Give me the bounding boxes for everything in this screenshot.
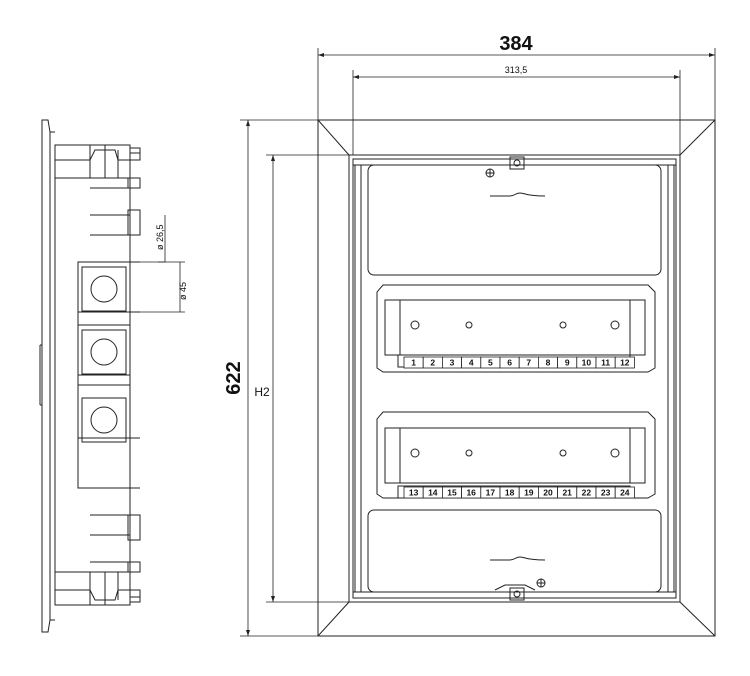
- knockout-small-label: ø 26,5: [155, 224, 165, 250]
- module-number: 7: [526, 358, 531, 368]
- width-384-label: 384: [499, 33, 533, 55]
- module-number: 23: [601, 488, 611, 498]
- module-number: 6: [507, 358, 512, 368]
- module-number: 10: [582, 358, 592, 368]
- module-number: 21: [562, 488, 572, 498]
- module-number: 12: [620, 358, 630, 368]
- knockout-dimensions: [140, 215, 185, 313]
- dimension-lines: [240, 48, 716, 637]
- side-view: [39, 119, 141, 633]
- module-number: 11: [601, 358, 610, 368]
- module-number: 20: [543, 488, 553, 498]
- module-number: 14: [428, 488, 438, 498]
- module-number: 1: [411, 358, 416, 368]
- module-number: 8: [546, 358, 551, 368]
- module-number: 17: [486, 488, 496, 498]
- module-cell: [614, 486, 635, 499]
- module-number: 9: [565, 358, 570, 368]
- module-cell: [614, 356, 635, 369]
- module-number: 2: [430, 358, 435, 368]
- front-view: [317, 119, 716, 637]
- module-number: 19: [524, 488, 534, 498]
- module-number: 22: [582, 488, 592, 498]
- module-number: 4: [469, 358, 474, 368]
- module-number: 15: [447, 488, 457, 498]
- width-313-label: 313,5: [505, 65, 528, 75]
- module-number: 16: [466, 488, 476, 498]
- height-h2-label: H2: [254, 385, 270, 399]
- module-number-row-2: 13 14 15 16 17 18 19 20 21 22 23 24: [403, 486, 635, 499]
- module-number: 18: [505, 488, 515, 498]
- knockout-large-label: ø 45: [178, 282, 188, 300]
- door-opening: [348, 154, 681, 603]
- dimension-arrows: [246, 53, 715, 636]
- module-number: 3: [450, 358, 455, 368]
- module-number: 24: [620, 488, 630, 498]
- module-number: 13: [409, 488, 419, 498]
- module-number: 5: [488, 358, 493, 368]
- din-rail-2: [384, 427, 646, 484]
- height-622-label: 622: [223, 361, 245, 394]
